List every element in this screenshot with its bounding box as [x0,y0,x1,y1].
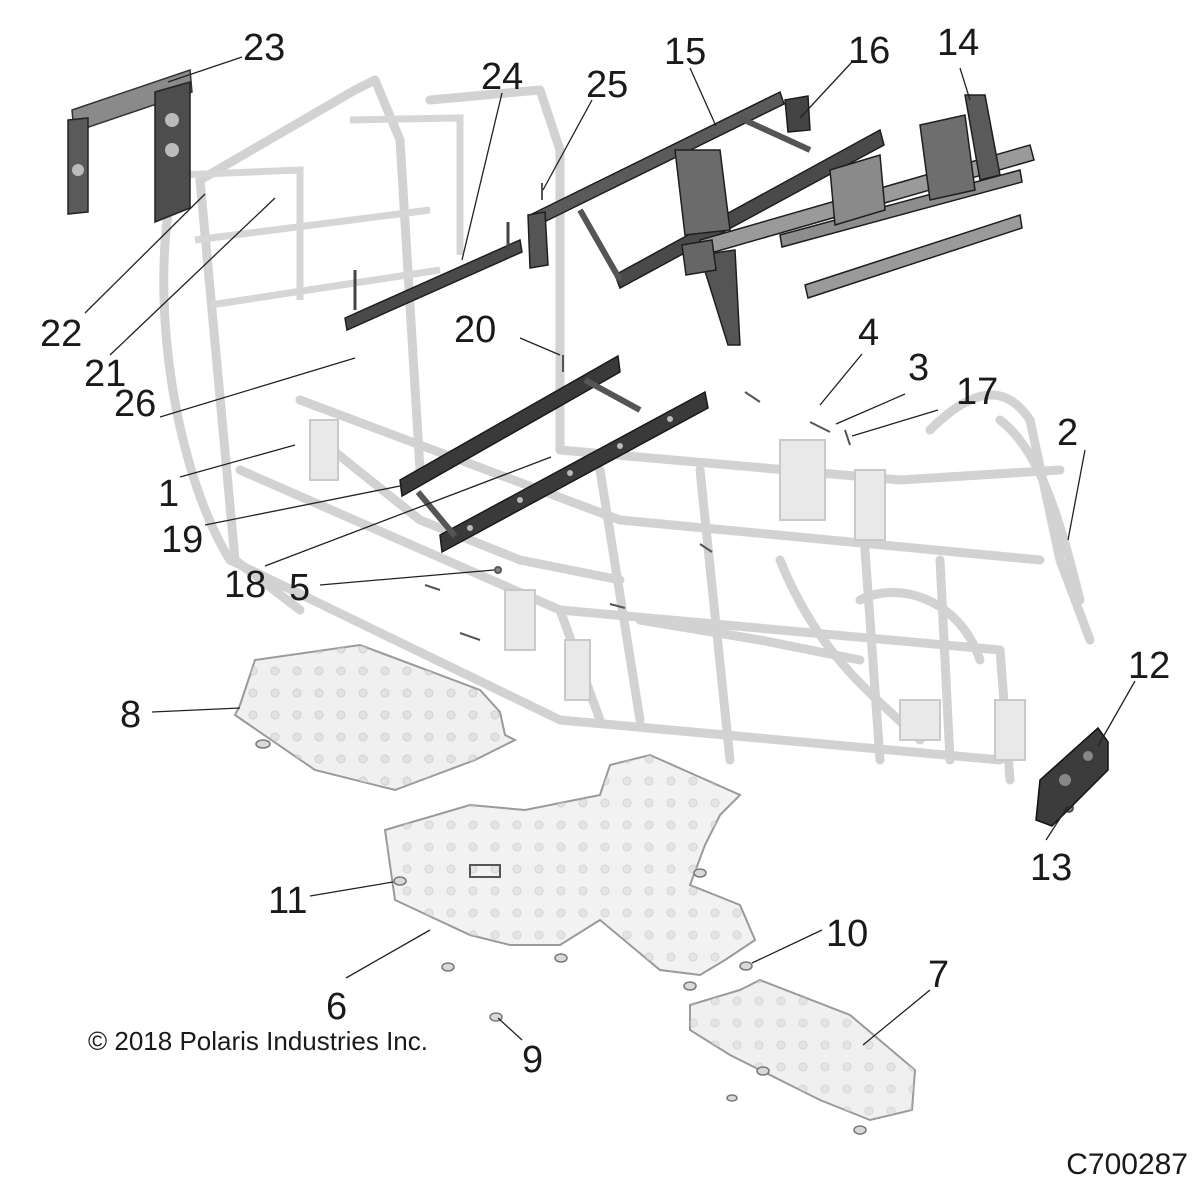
callout-13: 13 [1030,847,1072,889]
seat-support-frame [179,114,464,309]
seat-rail-19-18 [399,354,709,554]
callout-3: 3 [908,347,929,389]
callout-7: 7 [928,954,949,996]
callout-6: 6 [326,986,347,1028]
callout-14: 14 [937,22,979,64]
callout-16: 16 [848,30,890,72]
skid-fasteners [255,739,867,1135]
seat-rail-24 [344,222,523,332]
callout-labels: 23 24 25 15 16 14 22 21 20 4 3 17 26 2 1… [40,22,1170,1081]
callout-22: 22 [40,313,82,355]
copyright-text: © 2018 Polaris Industries Inc. [88,1026,428,1056]
callout-15: 15 [664,31,706,73]
callout-25: 25 [586,64,628,106]
seat-bracket-23 [67,68,193,224]
callout-8: 8 [120,694,141,736]
callout-1: 1 [158,473,179,515]
callout-9: 9 [522,1039,543,1081]
skid-plate-8 [233,643,518,792]
bracket-12 [1035,726,1109,827]
callout-20: 20 [454,309,496,351]
callout-19: 19 [161,519,203,561]
rear-frame-14 [681,94,1035,346]
callout-11: 11 [268,880,307,922]
callout-26: 26 [114,383,156,425]
callout-10: 10 [826,913,868,955]
callout-5: 5 [289,567,310,609]
callout-12: 12 [1128,645,1170,687]
callout-4: 4 [858,312,879,354]
skid-plate-7 [689,978,917,1122]
frame-brackets [309,419,1026,761]
callout-24: 24 [481,56,523,98]
skid-plate-6 [383,753,757,977]
callout-18: 18 [224,564,266,606]
leader-lines [84,56,1136,1046]
callout-23: 23 [243,27,285,69]
callout-17: 17 [956,371,998,413]
callout-21: 21 [84,353,126,395]
callout-2: 2 [1057,412,1078,454]
drawing-number: C700287 [1066,1148,1188,1181]
